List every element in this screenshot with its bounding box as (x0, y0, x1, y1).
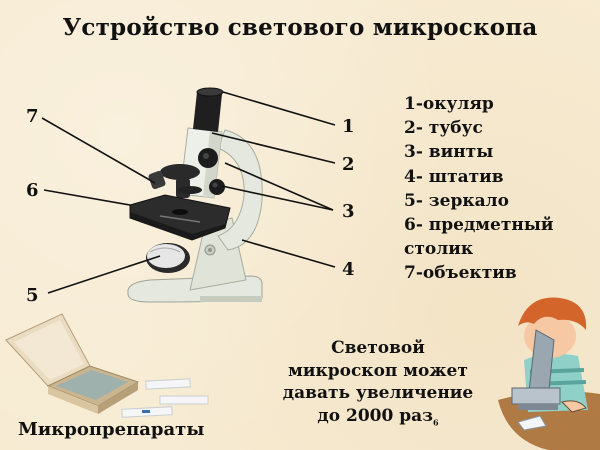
leader-lines (41, 91, 336, 294)
parts-legend: 1-окуляр 2- тубус 3- винты 4- штатив 5- … (404, 92, 600, 286)
fact-line-2: микроскоп может (288, 360, 468, 381)
page-number: 6 (433, 416, 439, 427)
magnification-fact: Световой микроскоп может давать увеличен… (268, 337, 488, 433)
legend-item-eyepiece: 1-окуляр (404, 94, 494, 114)
eyepiece-icon (193, 87, 224, 132)
fact-line-4: до 2000 раз6 (268, 405, 488, 434)
objective-icon (148, 164, 202, 198)
fact-line-4-text: до 2000 раз (317, 405, 433, 426)
legend-item-tube: 2- тубус (404, 118, 483, 139)
legend-item-stage-cont: столик (404, 239, 474, 260)
slide-box-illustration-icon (5, 313, 209, 418)
slides-caption: Микропрепараты (18, 419, 205, 440)
legend-item-screws: 3- винты (404, 142, 494, 163)
callout-6-stage: 6 (26, 180, 39, 201)
stage-icon (129, 194, 231, 241)
callout-4-stand: 4 (342, 259, 355, 280)
legend-item-stand: 4- штатив (404, 166, 504, 187)
callout-3-screws: 3 (342, 201, 355, 222)
legend-item-objective: 7-объектив (404, 263, 517, 284)
callout-1-eyepiece: 1 (342, 116, 355, 137)
fact-line-3: давать увеличение (282, 383, 474, 403)
boy-with-microscope-illustration-icon (498, 297, 600, 450)
legend-item-stage: 6- предметный (404, 215, 554, 236)
callout-5-mirror: 5 (26, 285, 39, 306)
slide-title: Устройство светового микроскопа (62, 14, 538, 41)
callout-7-objective: 7 (26, 106, 39, 127)
mirror-icon (146, 243, 190, 273)
legend-item-mirror: 5- зеркало (404, 190, 509, 211)
fact-line-1: Световой (331, 338, 425, 358)
focus-knobs-icon (198, 148, 225, 195)
callout-2-tube: 2 (342, 154, 355, 175)
